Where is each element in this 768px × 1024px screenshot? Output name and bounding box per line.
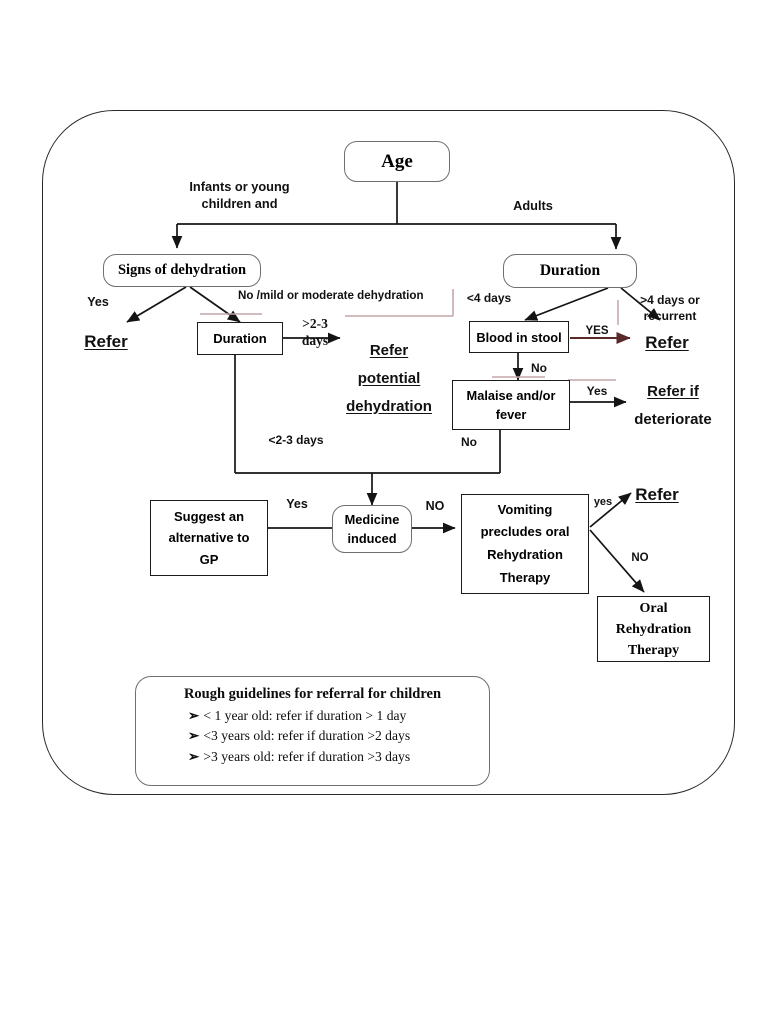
edge-label-yes-blood: YES bbox=[585, 325, 609, 337]
outcome-refer-potential-dehydration: Refer potential dehydration bbox=[346, 342, 432, 415]
node-vomiting-precludes-ort-label: Vomiting precludes oral Rehydration Ther… bbox=[480, 501, 570, 585]
node-signs-of-dehydration[interactable]: Signs of dehydration bbox=[103, 254, 261, 287]
node-duration-right[interactable]: Duration bbox=[503, 254, 637, 288]
edge-label-yes-vomiting: yes bbox=[593, 496, 613, 508]
outcome-refer-if-deteriorate-line2: deteriorate bbox=[634, 411, 712, 428]
guidelines-item-text: >3 years old: refer if duration >3 days bbox=[203, 748, 411, 764]
node-blood-in-stool[interactable]: Blood in stool bbox=[469, 321, 569, 353]
guidelines-item: ➢< 1 year old: refer if duration > 1 day bbox=[188, 706, 489, 726]
edge-label-no-mild-moderate: No /mild or moderate dehydration bbox=[238, 289, 424, 302]
node-duration-left-label: Duration bbox=[213, 331, 267, 346]
edge-label-gt-2-3-days: >2-3 days bbox=[301, 316, 329, 348]
node-age-label: Age bbox=[381, 150, 413, 172]
node-malaise-fever-label: Malaise and/or fever bbox=[466, 387, 556, 422]
node-medicine-induced-label: Medicine induced bbox=[344, 511, 400, 546]
guidelines-item: ➢<3 years old: refer if duration >2 days bbox=[188, 726, 489, 746]
guidelines-heading: Rough guidelines for referral for childr… bbox=[183, 686, 442, 702]
edge-label-yes-medicine: Yes bbox=[286, 497, 308, 511]
node-vomiting-precludes-ort[interactable]: Vomiting precludes oral Rehydration Ther… bbox=[461, 494, 589, 594]
guidelines-panel: Rough guidelines for referral for childr… bbox=[135, 676, 490, 786]
node-oral-rehydration-therapy[interactable]: Oral Rehydration Therapy bbox=[597, 596, 710, 662]
node-blood-in-stool-label: Blood in stool bbox=[476, 329, 562, 345]
edge-label-gt-4-days-recurrent: >4 days or recurrent bbox=[640, 293, 700, 324]
node-duration-left[interactable]: Duration bbox=[197, 322, 283, 355]
node-suggest-alternative[interactable]: Suggest an alternative to GP bbox=[150, 500, 268, 576]
edge-label-infants: Infants or young children and bbox=[189, 179, 290, 212]
edge-label-lt-2-3-days: <2-3 days bbox=[268, 433, 324, 447]
guidelines-bullet-icon: ➢ bbox=[188, 708, 200, 723]
outcome-refer-if-deteriorate-line1: Refer if bbox=[647, 383, 699, 400]
guidelines-bullet-icon: ➢ bbox=[188, 748, 200, 764]
outcome-refer-right: Refer bbox=[645, 333, 689, 352]
node-malaise-fever[interactable]: Malaise and/or fever bbox=[452, 380, 570, 430]
node-signs-of-dehydration-label: Signs of dehydration bbox=[117, 262, 247, 278]
edge-label-lt-4-days: <4 days bbox=[466, 291, 512, 305]
guidelines-item-text: < 1 year old: refer if duration > 1 day bbox=[203, 708, 407, 723]
edge-label-yes-malaise: Yes bbox=[586, 384, 608, 398]
node-medicine-induced[interactable]: Medicine induced bbox=[332, 505, 412, 553]
edge-label-no-vomiting: NO bbox=[631, 552, 649, 564]
outcome-refer-vomiting: Refer bbox=[635, 485, 679, 504]
node-age[interactable]: Age bbox=[344, 141, 450, 182]
node-oral-rehydration-therapy-label: Oral Rehydration Therapy bbox=[615, 600, 692, 658]
guidelines-list: ➢< 1 year old: refer if duration > 1 day… bbox=[136, 706, 489, 767]
edge-label-no-medicine: NO bbox=[425, 499, 445, 513]
node-duration-right-label: Duration bbox=[539, 262, 601, 279]
guidelines-item: ➢>3 years old: refer if duration >3 days bbox=[188, 747, 489, 767]
outcome-refer-left: Refer bbox=[84, 332, 128, 351]
edge-label-adults: Adults bbox=[513, 198, 553, 213]
guidelines-bullet-icon: ➢ bbox=[188, 728, 200, 744]
edge-label-no-malaise: No bbox=[461, 435, 477, 449]
diagram-outer-frame bbox=[42, 110, 735, 795]
guidelines-item-text: <3 years old: refer if duration >2 days bbox=[203, 728, 411, 744]
edge-label-yes-left: Yes bbox=[87, 295, 109, 309]
edge-label-no-blood: No bbox=[531, 361, 547, 375]
node-suggest-alternative-label: Suggest an alternative to GP bbox=[168, 508, 250, 567]
